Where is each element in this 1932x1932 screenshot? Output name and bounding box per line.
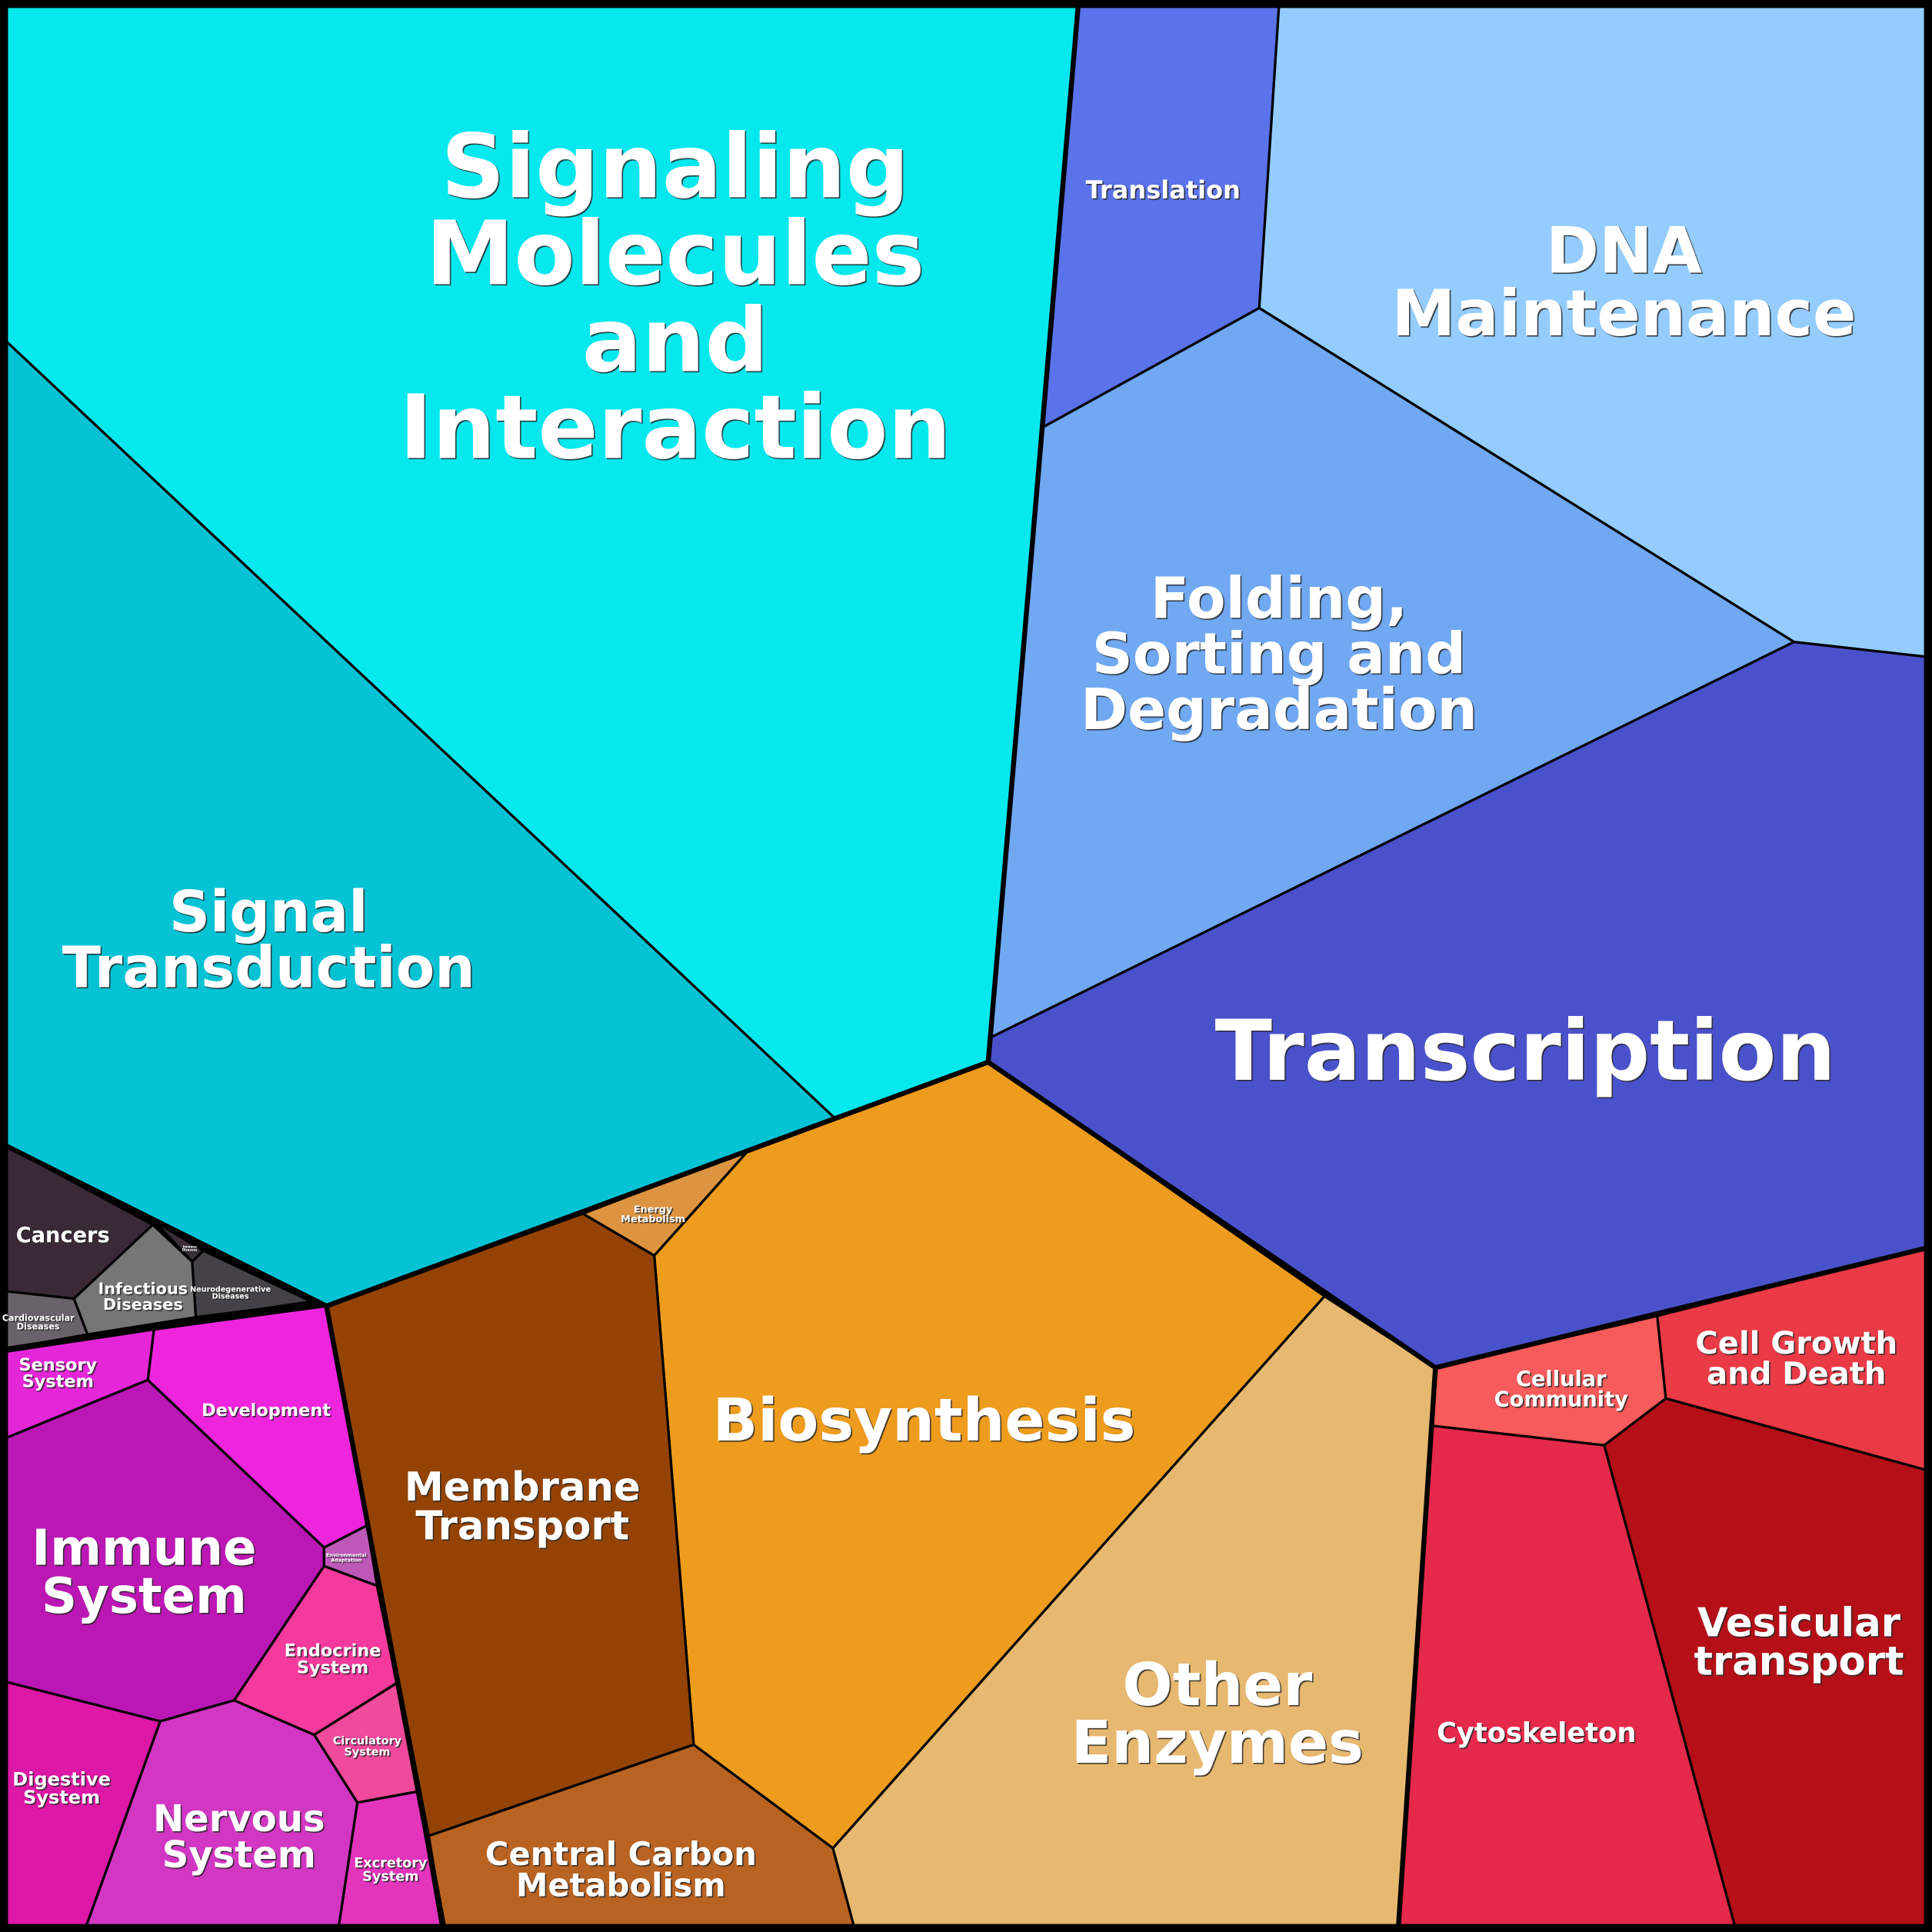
label-line: Transport [415, 1503, 629, 1549]
label-line: Degradation [1081, 678, 1477, 743]
label-line: Neurodegenerative [190, 1285, 271, 1294]
label-line: Immune [183, 1244, 198, 1248]
label-line: Endocrine [285, 1641, 381, 1661]
label-line: Folding, [1151, 566, 1407, 631]
label-line: Diseases [182, 1247, 198, 1251]
label-line: Diseases [17, 1322, 60, 1332]
label-line: Transduction [62, 935, 475, 1001]
label-line: Nervous [153, 1797, 325, 1840]
label-line: Development [202, 1401, 331, 1421]
label-line: System [23, 1787, 100, 1808]
label-cancers: Cancers [16, 1224, 110, 1247]
label-cytoskeleton: Cytoskeleton [1437, 1717, 1636, 1749]
label-line: Metabolism [516, 1867, 726, 1904]
label-line: Energy [634, 1204, 673, 1215]
label-line: Cytoskeleton [1437, 1717, 1636, 1749]
label-line: System [22, 1372, 94, 1392]
label-line: Other [1122, 1651, 1312, 1720]
label-line: Signaling [441, 115, 910, 218]
label-line: Metabolism [621, 1214, 685, 1225]
group-borders [5, 5, 1927, 1927]
label-line: System [297, 1657, 368, 1677]
label-line: Central Carbon [485, 1835, 757, 1873]
label-line: Environmental [326, 1552, 366, 1558]
label-line: and Death [1707, 1356, 1886, 1391]
label-line: Circulatory [333, 1735, 402, 1747]
label-line: Sorting and [1092, 622, 1466, 688]
label-biosynthesis: Biosynthesis [713, 1387, 1136, 1455]
label-line: Digestive [12, 1768, 111, 1790]
label-line: Community [1494, 1388, 1628, 1412]
label-line: transport [1694, 1638, 1904, 1684]
label-line: Cellular [1516, 1367, 1607, 1391]
label-line: Membrane [405, 1464, 641, 1511]
label-line: System [344, 1746, 390, 1758]
label-line: Adaptation [331, 1557, 361, 1563]
label-line: Immune [32, 1520, 256, 1577]
label-line: Transcription [1215, 1002, 1836, 1100]
label-line: and [582, 290, 768, 393]
label-line: Maintenance [1392, 276, 1857, 351]
label-line: Cell Growth [1695, 1326, 1897, 1361]
label-transcription: Transcription [1215, 1002, 1836, 1100]
label-line: Diseases [212, 1293, 249, 1301]
label-translation: Translation [1086, 175, 1241, 205]
label-line: System [362, 1869, 418, 1884]
label-line: Infectious [98, 1280, 188, 1298]
label-line: Biosynthesis [713, 1387, 1136, 1455]
label-line: System [162, 1834, 316, 1877]
label-line: Cancers [16, 1224, 110, 1247]
label-line: Enzymes [1071, 1709, 1364, 1777]
label-line: Interaction [399, 377, 951, 480]
label-line: Sensory [18, 1355, 97, 1375]
label-line: Cardiovascular [2, 1314, 75, 1324]
label-line: Excretory [354, 1856, 428, 1871]
label-line: Diseases [103, 1295, 183, 1314]
label-line: DNA [1546, 213, 1703, 288]
label-line: System [42, 1568, 247, 1625]
label-line: Molecules [426, 202, 925, 305]
label-line: Vesicular [1697, 1600, 1901, 1646]
label-development: Development [202, 1401, 331, 1421]
label-line: Translation [1086, 175, 1241, 205]
label-line: Signal [169, 880, 368, 945]
